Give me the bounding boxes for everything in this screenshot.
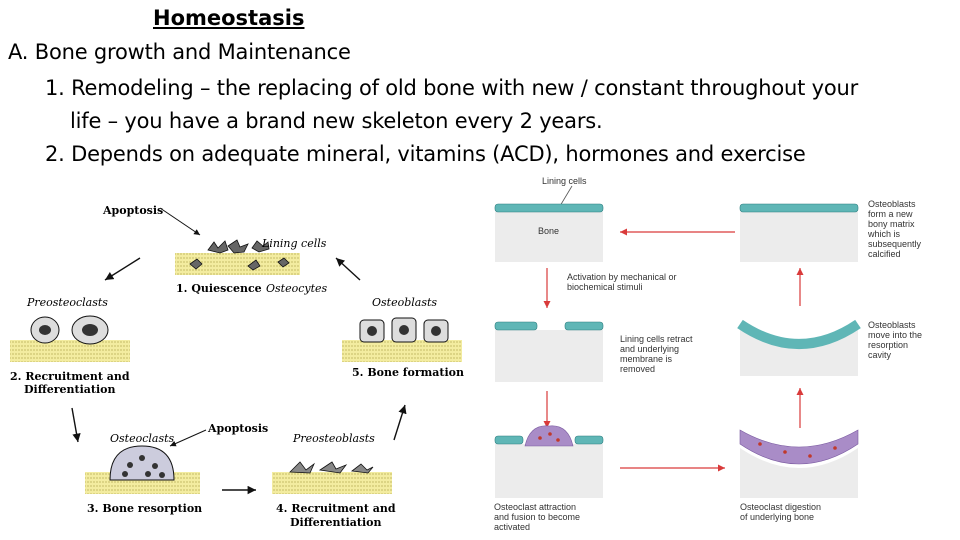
label-apoptosis-top: Apoptosis [102, 204, 163, 217]
point-remodeling: 1. Remodeling – the replacing of old bon… [45, 76, 859, 100]
point-remodeling-cont: life – you have a brand new skeleton eve… [70, 109, 603, 133]
panel-new-matrix: Osteoblasts form a new bony matrix which… [739, 199, 922, 262]
label-bone-formation: 5. Bone formation [352, 366, 464, 379]
label-matrix-1: Osteoblasts [868, 199, 916, 209]
remodeling-cycle-diagram: Lining cells 1. Quiescence Osteocytes Ap… [10, 204, 464, 529]
label-activation-1: Activation by mechanical or [567, 272, 677, 282]
label-osteoblasts-left: Osteoblasts [372, 296, 437, 309]
label-apoptosis-mid: Apoptosis [207, 422, 268, 435]
label-preosteoblasts: Preosteoblasts [292, 432, 375, 445]
panel-lining-retract: Lining cells retract and underlying memb… [494, 321, 693, 382]
label-lining-cells-left: Lining cells [261, 237, 327, 250]
bone-remodeling-sequence-diagram: Lining cells Bone Osteoblasts form a new… [494, 176, 922, 532]
panel-osteoclast-attraction: Osteoclast attraction and fusion to beco… [494, 425, 604, 532]
label-attraction-2: and fusion to become [494, 512, 580, 522]
label-matrix-3: bony matrix [868, 219, 915, 229]
label-attraction-1: Osteoclast attraction [494, 502, 576, 512]
label-retract-3: membrane is [620, 354, 673, 364]
recruitment-stage-left: Preosteoclasts 2. Recruitment and Differ… [10, 296, 130, 396]
label-recruitment-2b: Differentiation [24, 383, 116, 396]
label-move-2: move into the [868, 330, 922, 340]
heading-bone-growth: A. Bone growth and Maintenance [8, 40, 351, 64]
label-digestion-1: Osteoclast digestion [740, 502, 821, 512]
label-move-1: Osteoblasts [868, 320, 916, 330]
label-osteocytes: Osteocytes [266, 282, 328, 295]
quiescence-stage: Lining cells 1. Quiescence Osteocytes [175, 237, 328, 295]
label-retract-1: Lining cells retract [620, 334, 693, 344]
label-bone-resorption: 3. Bone resorption [87, 502, 202, 515]
label-matrix-4: which is [867, 229, 901, 239]
label-matrix-6: calcified [868, 249, 901, 259]
label-lining-cells-right: Lining cells [542, 176, 587, 186]
label-recruitment-4b: Differentiation [290, 516, 382, 529]
label-retract-2: and underlying [620, 344, 679, 354]
panel-resting-bone: Bone [494, 203, 604, 262]
label-move-4: cavity [868, 350, 892, 360]
bone-resorption-stage: Osteoclasts 3. Bone resorption [85, 432, 202, 515]
label-move-3: resorption [868, 340, 908, 350]
slide-title: Homeostasis [153, 6, 305, 30]
recruitment-stage-right: Preosteoblasts 4. Recruitment and Differ… [272, 432, 396, 529]
point-depends: 2. Depends on adequate mineral, vitamins… [45, 142, 806, 166]
bone-formation-stage: Osteoblasts 5. Bone formation [342, 296, 464, 379]
label-bone: Bone [538, 226, 559, 236]
label-attraction-3: activated [494, 522, 530, 532]
label-activation-2: biochemical stimuli [567, 282, 643, 292]
label-recruitment-4a: 4. Recruitment and [276, 502, 396, 515]
label-matrix-5: subsequently [868, 239, 922, 249]
label-recruitment-2a: 2. Recruitment and [10, 370, 130, 383]
label-quiescence: 1. Quiescence [176, 282, 262, 295]
label-osteoclasts: Osteoclasts [110, 432, 175, 445]
label-matrix-2: form a new [868, 209, 913, 219]
panel-osteoclast-digestion: Osteoclast digestion of underlying bone [739, 429, 859, 522]
label-retract-4: removed [620, 364, 655, 374]
label-digestion-2: of underlying bone [740, 512, 814, 522]
cycle-arrows [71, 257, 407, 495]
label-preosteoclasts: Preosteoclasts [26, 296, 108, 309]
panel-osteoblasts-move: Osteoblasts move into the resorption cav… [737, 319, 922, 376]
